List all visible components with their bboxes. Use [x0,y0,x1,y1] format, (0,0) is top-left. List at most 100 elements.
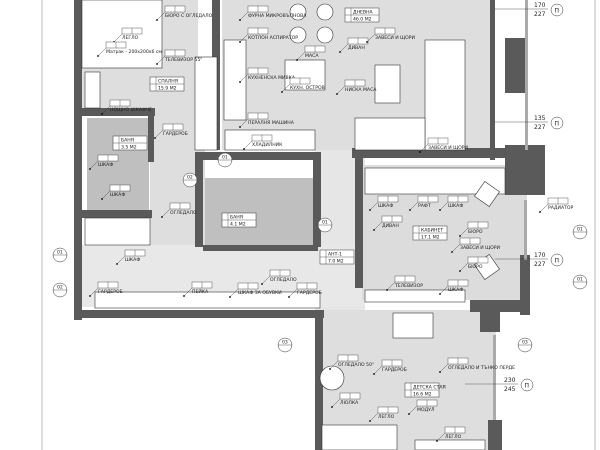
room-name: БАНЯ [230,215,243,221]
section-number: 02 [187,175,193,181]
furniture-label: ШКАФ [101,184,131,200]
section-number: 03 [282,340,288,346]
label-text: ГАРДЕРОБ [163,131,188,137]
section-number: 01 [577,277,583,283]
label-text: БЮРО [468,264,483,270]
window-right-top [525,0,528,150]
label-text: ЗАВЕСИ И ЩОРИ [428,145,468,151]
section-mark: 01 [572,274,588,290]
bath2-floor [205,178,315,248]
label-text: ШКАФ [448,287,463,293]
furniture-label: ГАРДЕРОБ [154,123,188,139]
room-area: 17.1 М2 [421,235,440,241]
label-text: ТЕЛЕВИЗОР 55" [164,57,202,63]
dimension-bottom: 245 [504,386,516,393]
label-text: ШКАФ ЗА ОБУВКИ [238,290,282,296]
furniture-label: ФУРНА МИКРОВЪЛНОВА [239,5,307,21]
section-mark: 03 [277,337,293,353]
kids-bed1 [321,424,398,450]
room-name: ДНЕВНА [353,10,374,16]
furniture-label: ДИВАН [373,215,403,231]
kitchen-counter [223,39,247,121]
room-name: КАБИНЕТ [421,228,443,234]
dimension-top: 230 [504,377,516,384]
label-text: МАСА [305,53,319,59]
section-number: 02 [57,285,63,291]
furniture-label: ОГЛЕДАЛО 50" [329,354,374,370]
label-text: Матрак - 200x200x6 см [106,49,162,55]
label-text: ЛЕГЛО [378,414,395,420]
label-text: ОГЛЕДАЛО И ТЪНКО ПЕРДЕ [448,365,515,371]
furniture-label: ОГЛЕДАЛО [261,269,297,285]
room-tag: АНТ-17.0 М2 [319,249,355,265]
furniture-labels: ЛЕГЛО Матрак - 200x200x6 см БЮРО С ОГЛЕДАЛ… [89,5,574,442]
label-text: ГАРДЕРОБ [297,290,322,296]
label-text: ШКАФ [448,203,463,209]
label-text: ДИВАН [382,223,399,229]
furniture-label: БЮРО С ОГЛЕДАЛО [156,5,213,21]
section-mark: 01 [572,224,588,240]
furniture [81,0,506,450]
furniture-label: ЗАВЕСИ И ЩОРИ [366,27,415,43]
room-area: 4.1 М2 [230,222,246,228]
stool2 [289,26,307,44]
furniture-label: ХЛАДИЛНИК [243,134,283,150]
label-text: ОГЛЕДАЛО 50" [338,362,374,368]
label-text: ГАРДЕРОБ [382,367,407,373]
label-text: ПЕРАЛНЯ МАШИНА [248,120,295,126]
sofa [424,39,466,151]
nightstand [84,71,101,109]
furniture-label: ШКАФ [369,195,399,211]
label-text: ШКАФ [125,257,140,263]
room-area: 16.6 М2 [413,392,432,398]
window-study [524,200,527,260]
label-text: ШКАФ [378,203,393,209]
dimension-top: 170 [534,252,546,259]
label-text: МОДУЛ [417,407,434,413]
wardrobe-column [194,56,218,151]
armchair1 [474,181,500,207]
room-area: 15.9 М2 [158,86,177,92]
dimension-tag: П [555,8,560,15]
furniture-label: ЛЕГЛО [113,27,143,43]
stool3 [316,3,334,21]
label-text: ОГЛЕДАЛО [170,210,197,216]
bath1-floor [87,118,149,210]
dimension-bottom: 227 [534,124,546,131]
section-number: 03 [522,340,528,346]
rocker [319,365,345,391]
furniture-label: ПЕЙКА [183,281,213,297]
label-text: РАФТ [418,203,431,209]
label-text: ЛЕГЛО [122,35,139,41]
section-mark: 03 [517,337,533,353]
label-text: ЗАВЕСИ И ЩОРИ [375,35,415,41]
section-mark: 01 [52,247,68,263]
study-tv-unit [364,289,466,303]
kids-bed2 [414,439,486,450]
furniture-label: НОЩНО ШКАФЧЕ [101,99,152,115]
label-text: ХЛАДИЛНИК [252,142,283,148]
furniture-label: РАФТ [409,195,439,211]
label-text: ТЕЛЕВИЗОР [394,283,423,289]
label-text: ГАРДЕРОБ [98,289,123,295]
label-text: КОТЛОН АСПИРАТОР [248,35,298,41]
furniture-label: ШКАФ [439,195,469,211]
dimension-top: 135 [534,115,546,122]
furniture-label: ОГЛЕДАЛО И ТЪНКО ПЕРДЕ [439,357,515,373]
kids-wardrobe [392,312,434,339]
room-name: АНТ-1 [328,252,342,258]
label-text: РАДИАТОР [548,205,574,211]
furniture-label: ГАРДЕРОБ [288,282,322,298]
room-name: БАНЯ [121,138,134,144]
